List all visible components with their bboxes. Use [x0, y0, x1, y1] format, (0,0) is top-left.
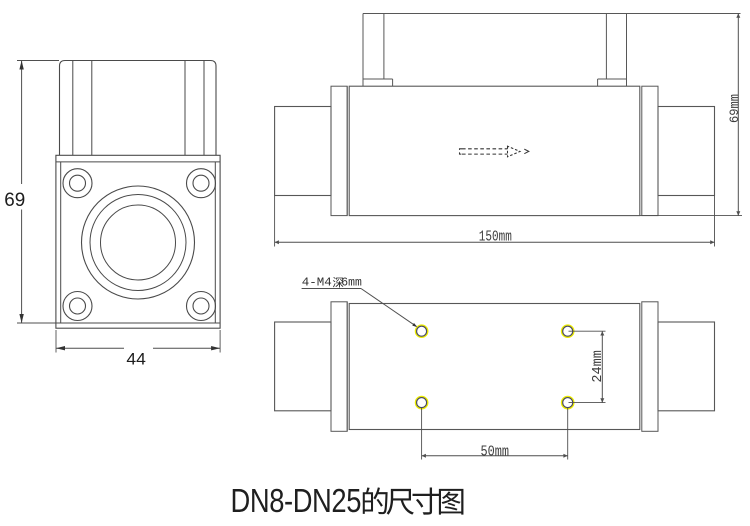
svg-text:24mm: 24mm	[590, 350, 606, 383]
svg-text:150mm: 150mm	[479, 229, 512, 246]
svg-text:69mm: 69mm	[727, 94, 742, 123]
svg-text:50mm: 50mm	[481, 444, 510, 461]
svg-text:44: 44	[126, 351, 146, 369]
svg-text:4-M4: 4-M4	[302, 275, 332, 289]
svg-text:6mm: 6mm	[341, 275, 362, 289]
svg-text:69: 69	[4, 189, 25, 211]
svg-text:DN8-DN25: DN8-DN25	[231, 482, 362, 519]
